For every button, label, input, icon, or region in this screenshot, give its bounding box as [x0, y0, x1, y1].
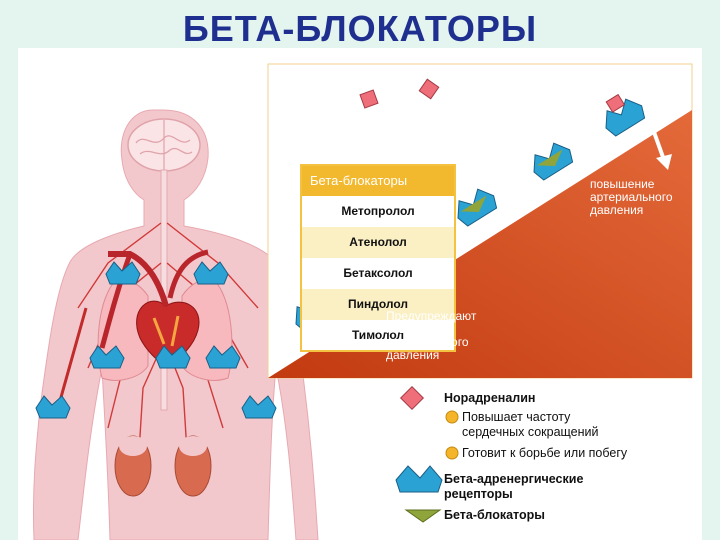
legend-heart-rate: Повышает частоту сердечных сокращений — [462, 410, 599, 439]
blocker-icon — [404, 509, 442, 523]
artery — [56, 307, 88, 409]
legend-icons — [395, 385, 459, 523]
legend-noradrenaline: Норадреналин — [444, 391, 536, 405]
artery — [99, 253, 133, 349]
brain — [127, 118, 201, 172]
drug-item: Атенолол — [302, 227, 454, 258]
increase-label: повышение артериального давления — [590, 177, 673, 217]
drug-list-header: Бета-блокаторы — [302, 166, 454, 196]
bullet-icon — [445, 410, 459, 424]
page-title: БЕТА-БЛОКАТОРЫ — [182, 8, 538, 49]
drug-item: Тимолол — [351, 328, 405, 342]
legend-receptors: Бета-адренергические рецепторы — [444, 472, 584, 501]
drug-item: Бетаксолол — [343, 266, 413, 280]
content-panel: Бета-блокаторы Метопролол Атенолол Бетак… — [18, 48, 702, 540]
noradrenaline-icon — [399, 385, 425, 411]
drug-item: Метопролол — [341, 204, 415, 218]
drug-list: Бета-блокаторы Метопролол Атенолол Бетак… — [300, 164, 456, 352]
artery — [167, 249, 209, 299]
bullet-icon — [445, 446, 459, 460]
legend-blockers: Бета-блокаторы — [444, 508, 545, 522]
drug-item: Пиндолол — [302, 289, 454, 320]
legend-fight-or-flight: Готовит к борьбе или побегу — [462, 446, 628, 460]
prevent-label: Предупреждают повышение артериального да… — [386, 309, 477, 362]
receptor-icon — [395, 465, 443, 493]
kidneys — [114, 435, 212, 497]
